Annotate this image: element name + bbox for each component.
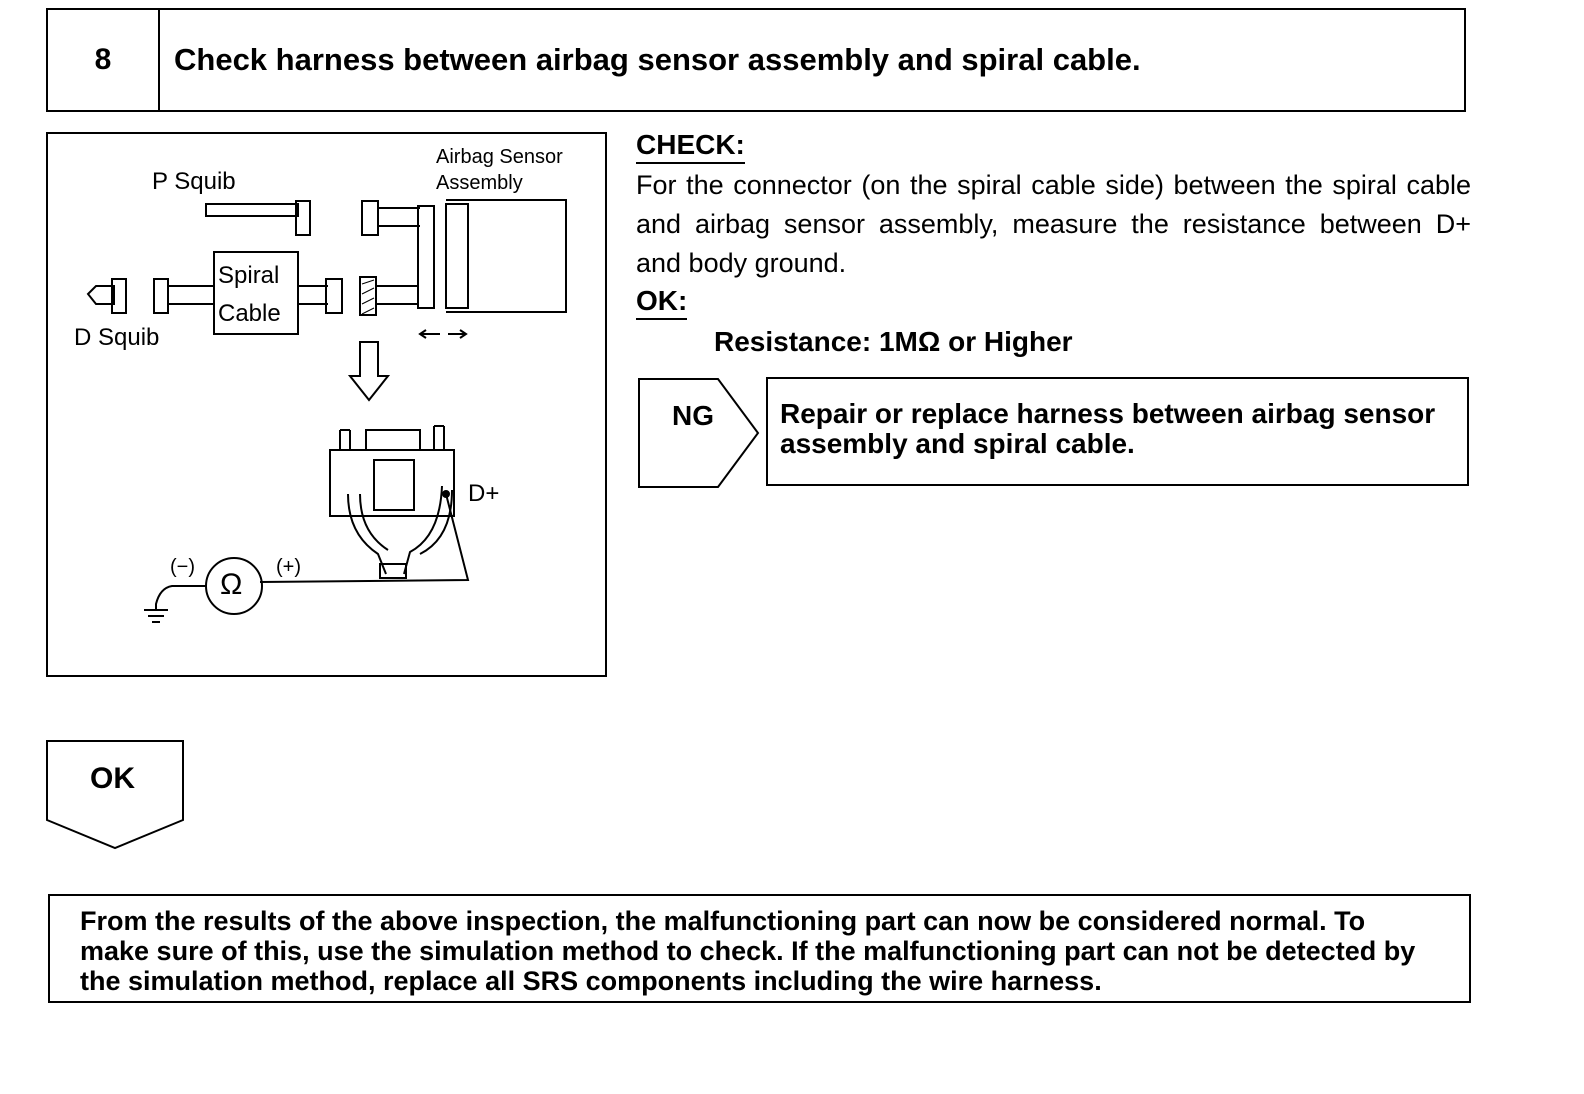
- result-note: From the results of the above inspection…: [48, 894, 1471, 1003]
- ng-label: NG: [672, 400, 714, 431]
- wire-sleeve: [379, 563, 407, 579]
- p-squib-connector: [205, 203, 299, 217]
- disconnected-connector: [359, 276, 377, 316]
- spiral-label: Spiral: [218, 262, 280, 289]
- probe-lead: [259, 493, 470, 583]
- step-header: 8 Check harness between airbag sensor as…: [46, 8, 1466, 112]
- sensor-bracket: [417, 205, 435, 309]
- d-squib-label: D Squib: [74, 324, 160, 351]
- spiral-right-plug: [325, 278, 343, 314]
- resistance-spec: Resistance: 1MΩ or Higher: [714, 326, 1073, 357]
- sensor-panel: [445, 203, 469, 309]
- step-number: 8: [48, 10, 160, 110]
- spiral-left-plug: [153, 278, 169, 314]
- spiral-cable-box: [213, 251, 299, 335]
- left-wire: [347, 493, 389, 575]
- p-squib-plug: [295, 200, 311, 236]
- d-squib-plug: [111, 278, 127, 314]
- minus-label: (−): [170, 556, 195, 578]
- slide-arrow: [418, 329, 468, 339]
- connector-diagram: [86, 199, 567, 623]
- connector-inner: [373, 459, 415, 511]
- cable-label: Cable: [218, 300, 281, 327]
- d-plus-label: D+: [468, 480, 500, 507]
- p-squib-label: P Squib: [152, 168, 236, 195]
- sensor-upper-plug: [361, 200, 379, 236]
- ng-arrow-tab: [638, 378, 760, 488]
- ok-next-label: OK: [90, 762, 135, 795]
- d-squib-tip: [86, 285, 115, 305]
- airbag-sensor-label: Airbag Sensor: [436, 146, 563, 168]
- right-wire: [403, 485, 453, 575]
- ohm-symbol: Ω: [220, 568, 243, 601]
- ng-action-box: Repair or replace harness between airbag…: [766, 377, 1469, 486]
- check-heading: CHECK:: [636, 128, 745, 164]
- ground-symbol: [144, 609, 168, 623]
- check-instructions: For the connector (on the spiral cable s…: [636, 170, 1471, 278]
- sensor-body: [446, 199, 567, 313]
- ok-heading: OK:: [636, 284, 688, 320]
- step-title: Check harness between airbag sensor asse…: [174, 42, 1141, 77]
- connector-latch: [365, 429, 421, 451]
- assembly-label: Assembly: [436, 172, 523, 194]
- wiring-illustration: P Squib Airbag Sensor Assembly Spiral Ca…: [46, 132, 607, 677]
- down-arrow: [347, 341, 391, 402]
- ground-lead: [155, 585, 206, 610]
- plus-label: (+): [276, 556, 301, 578]
- ok-arrow-tab: [46, 740, 184, 850]
